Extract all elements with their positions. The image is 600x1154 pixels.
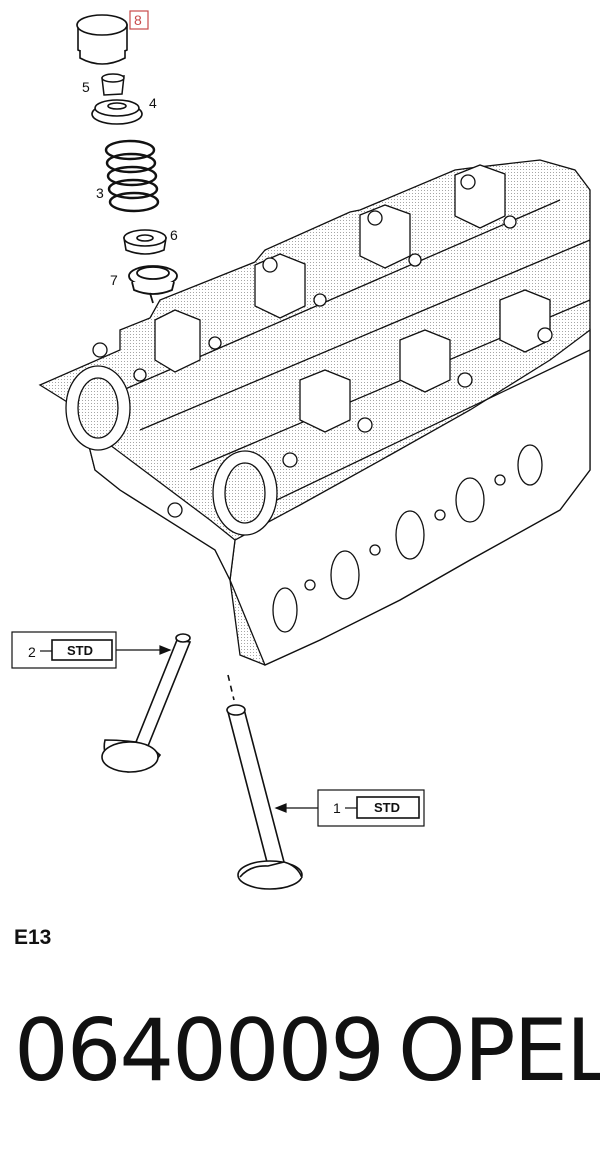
exploded-valve-diagram: 8 5 4 3 6 7 [11, 10, 591, 890]
engine-code: E13 [14, 926, 52, 949]
part-5-cotters [101, 73, 125, 96]
std-tag-2 [11, 631, 172, 669]
part-3-valve-spring [104, 139, 160, 213]
callout-1-label: 1 [333, 800, 341, 816]
callout-5-label: 5 [82, 79, 90, 95]
part-2-valve [101, 633, 192, 773]
callout-7-label: 7 [110, 272, 118, 288]
cylinder-head [38, 159, 591, 666]
callout-2-label: 2 [28, 644, 36, 660]
brand-name: OPEL [398, 1001, 600, 1101]
part-6-spring-seat [123, 229, 167, 255]
callout-3-label: 3 [96, 185, 104, 201]
callout-8-label: 8 [134, 12, 142, 28]
std-label-1: STD [374, 800, 400, 815]
std-label-2: STD [67, 643, 93, 658]
part-7-stem-seal [128, 265, 178, 304]
part-number: 0640009 [14, 1001, 385, 1101]
callout-8-box: 8 [129, 10, 149, 30]
part-8-tappet [76, 14, 128, 65]
std-tag-1 [274, 789, 425, 827]
callout-4-label: 4 [149, 95, 157, 111]
callout-6-label: 6 [170, 227, 178, 243]
part-4-retainer [91, 99, 143, 125]
part-1-valve [226, 674, 303, 890]
